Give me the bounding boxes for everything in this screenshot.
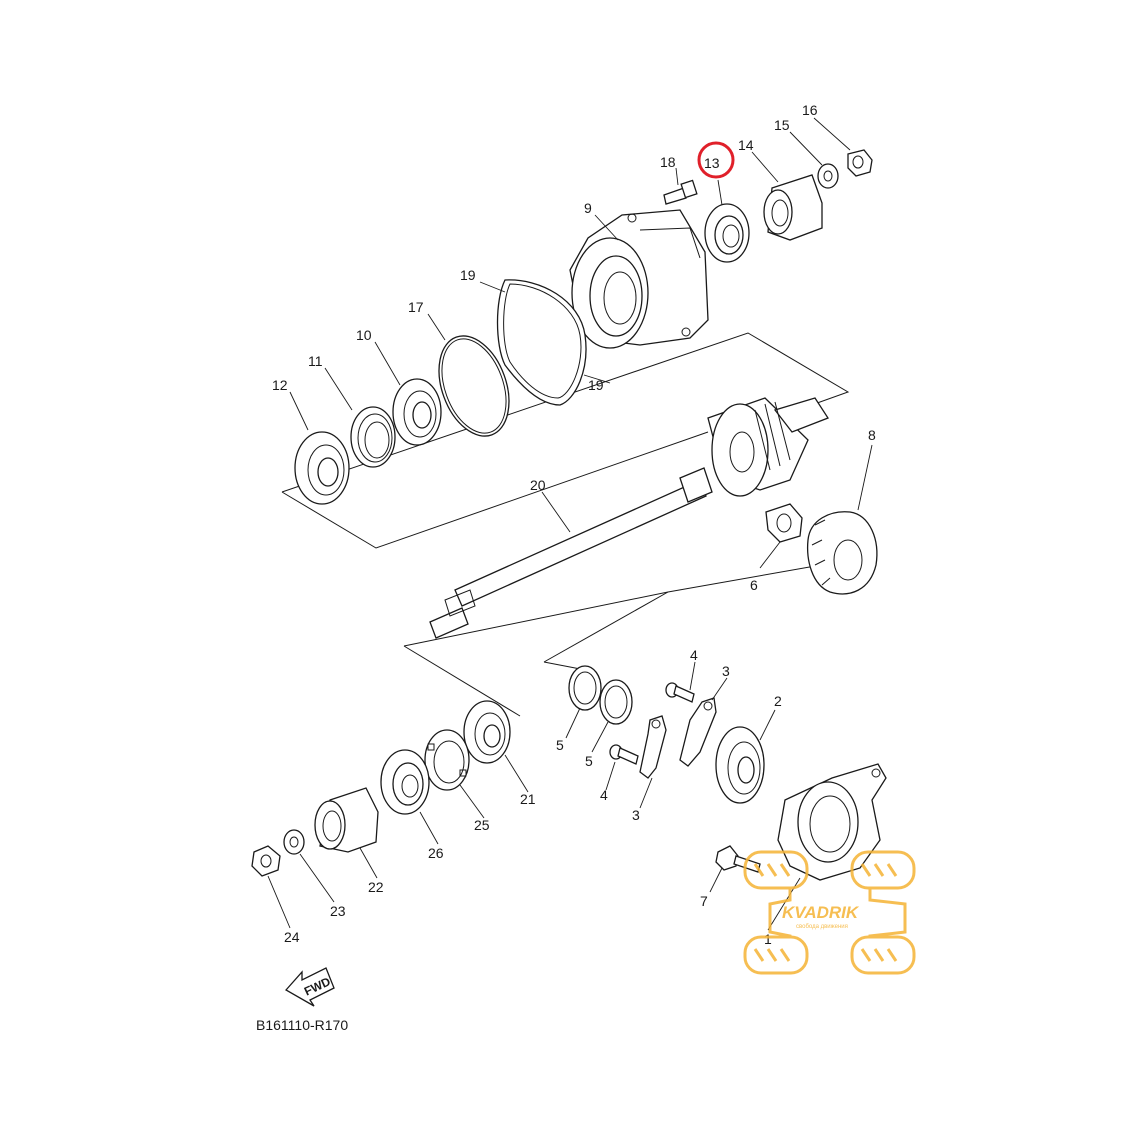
label-3-bottom[interactable]: 3 <box>632 807 640 823</box>
watermark-brand: KVADRIK <box>782 903 860 922</box>
leader-lines <box>267 117 873 931</box>
part-5-shim-a[interactable] <box>568 665 602 711</box>
group-brackets <box>281 332 873 717</box>
part-3-retainer-a[interactable] <box>679 697 717 767</box>
label-7[interactable]: 7 <box>700 893 708 909</box>
part-6-nut[interactable] <box>765 503 803 543</box>
label-1[interactable]: 1 <box>764 931 772 947</box>
part-25-retainer[interactable] <box>424 729 470 791</box>
label-12[interactable]: 12 <box>272 377 288 393</box>
label-5-left[interactable]: 5 <box>556 737 564 753</box>
label-3-top[interactable]: 3 <box>722 663 730 679</box>
part-5-shim-b[interactable] <box>599 679 633 725</box>
part-14-coupling[interactable] <box>763 174 823 241</box>
part-9-housing[interactable] <box>569 209 709 349</box>
part-17-o-ring[interactable] <box>426 326 522 446</box>
highlight-circle <box>697 141 735 179</box>
part-22-coupling[interactable] <box>314 787 379 853</box>
label-14[interactable]: 14 <box>738 137 754 153</box>
label-22[interactable]: 22 <box>368 879 384 895</box>
part-20-shaft[interactable] <box>429 467 713 639</box>
part-18-bolt[interactable] <box>663 179 698 205</box>
part-3-retainer-b[interactable] <box>639 715 667 779</box>
label-16[interactable]: 16 <box>802 102 818 118</box>
label-18[interactable]: 18 <box>660 154 676 170</box>
label-6[interactable]: 6 <box>750 577 758 593</box>
part-19-gasket[interactable] <box>496 279 587 406</box>
label-5-right[interactable]: 5 <box>585 753 593 769</box>
label-26[interactable]: 26 <box>428 845 444 861</box>
label-9[interactable]: 9 <box>584 200 592 216</box>
part-12-bearing[interactable] <box>294 431 350 505</box>
label-25[interactable]: 25 <box>474 817 490 833</box>
part-16-nut[interactable] <box>847 149 873 177</box>
part-10-bearing[interactable] <box>392 378 442 446</box>
label-19-top[interactable]: 19 <box>460 267 476 283</box>
label-4-bottom[interactable]: 4 <box>600 787 608 803</box>
label-2[interactable]: 2 <box>774 693 782 709</box>
label-11[interactable]: 11 <box>308 353 323 369</box>
fwd-arrow: FWD <box>284 967 335 1007</box>
watermark-slogan: свобода движения <box>796 924 848 930</box>
part-labels: 16 15 14 13 18 9 19 19 17 10 11 12 8 6 2… <box>272 102 876 947</box>
part-26-oil-seal[interactable] <box>380 749 430 815</box>
part-23-washer[interactable] <box>283 829 305 855</box>
part-4-screw-b[interactable] <box>609 744 639 765</box>
label-10[interactable]: 10 <box>356 327 372 343</box>
part-4-screw-a[interactable] <box>665 682 695 703</box>
label-24[interactable]: 24 <box>284 929 300 945</box>
part-24-nut[interactable] <box>251 845 281 877</box>
part-2-bearing[interactable] <box>715 726 765 804</box>
diagram-code: B161110-R170 <box>256 1017 348 1033</box>
part-7-bolt[interactable] <box>715 845 761 873</box>
part-1-case-cover[interactable] <box>777 763 887 881</box>
label-13[interactable]: 13 <box>704 155 720 171</box>
label-20[interactable]: 20 <box>530 477 546 493</box>
tire-icon <box>743 850 916 975</box>
label-21[interactable]: 21 <box>520 791 536 807</box>
part-15-washer[interactable] <box>817 163 839 189</box>
label-8[interactable]: 8 <box>868 427 876 443</box>
label-17[interactable]: 17 <box>408 299 424 315</box>
label-4-top[interactable]: 4 <box>690 647 698 663</box>
part-21-bearing[interactable] <box>463 700 511 764</box>
part-11-needle-bearing[interactable] <box>350 406 396 468</box>
label-19-bottom[interactable]: 19 <box>588 377 604 393</box>
label-15[interactable]: 15 <box>774 117 790 133</box>
label-23[interactable]: 23 <box>330 903 346 919</box>
part-8-gear-set[interactable] <box>707 397 878 595</box>
part-13-oil-seal[interactable] <box>704 203 750 263</box>
watermark: KVADRIK свобода движения <box>743 850 916 975</box>
